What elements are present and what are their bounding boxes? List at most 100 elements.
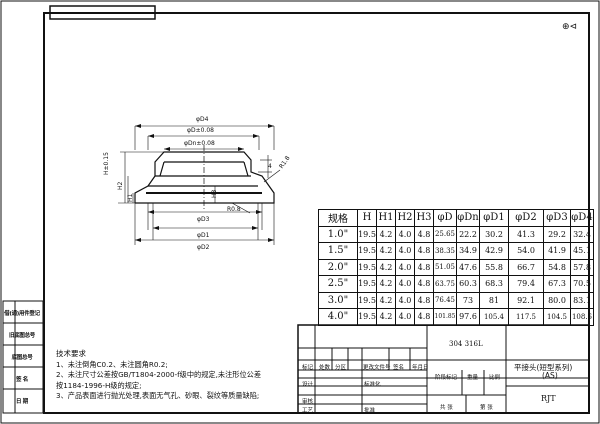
- tb-process: 工艺: [302, 408, 314, 414]
- spec-value-cell: 19.5: [357, 275, 377, 293]
- dim-r08-label: R0.8: [227, 206, 241, 213]
- tb-count: 处数: [319, 365, 331, 371]
- spec-value-cell: 22.2: [456, 225, 480, 243]
- spec-value-cell: 4.8: [414, 275, 434, 293]
- spec-value-cell: 83.1: [570, 291, 594, 309]
- spec-value-cell: 4.8: [414, 225, 434, 243]
- spec-value-cell: 67.3: [543, 275, 571, 293]
- dim-four-label: 4: [268, 163, 272, 170]
- dim-dn-tol-label: φDn±0.08: [184, 140, 215, 147]
- spec-value-cell: 63.75: [433, 275, 457, 293]
- notes-title: 技术要求: [56, 349, 86, 358]
- tb-part-code: (AS): [542, 371, 558, 380]
- tb-approve: 批准: [364, 408, 376, 414]
- spec-value-cell: 57.8: [570, 258, 594, 276]
- spec-value-cell: 70.5: [570, 275, 594, 293]
- corner-mark: ⊕⊲: [562, 22, 578, 32]
- spec-value-cell: 4.8: [414, 242, 434, 260]
- spec-header-cell: φD3: [543, 209, 571, 227]
- side-label-signature: 签 名: [15, 377, 28, 383]
- spec-value-cell: 4.2: [376, 242, 396, 260]
- tb-zone: 分区: [335, 365, 347, 371]
- spec-value-cell: 4.0: [395, 242, 415, 260]
- spec-value-cell: 47.6: [456, 258, 480, 276]
- dim-h-tol-label: H±0.15: [103, 152, 110, 175]
- spec-value-cell: 4.8: [414, 308, 434, 326]
- spec-value-cell: 108.6: [570, 308, 594, 326]
- spec-value-cell: 101.85: [433, 308, 457, 326]
- spec-header-cell: φD: [433, 209, 457, 227]
- side-label-drawing-no: 底图总号: [11, 355, 33, 361]
- tb-sign: 签名: [393, 365, 405, 371]
- tb-material: 304 316L: [449, 340, 483, 348]
- tb-drawing-no: RJT: [541, 394, 556, 403]
- tb-sheet-total: 共 张: [440, 405, 453, 411]
- spec-value-cell: 97.6: [456, 308, 480, 326]
- tb-design: 设计: [302, 382, 314, 388]
- side-label-date: 日 期: [15, 399, 28, 405]
- tb-standardize: 标准化: [364, 382, 381, 388]
- spec-value-cell: 104.5: [543, 308, 571, 326]
- tb-part-name: 平接头(短型系列): [514, 363, 573, 372]
- spec-value-cell: 4.2: [376, 308, 396, 326]
- spec-header-cell: φD2: [508, 209, 544, 227]
- spec-value-cell: 4.0: [395, 308, 415, 326]
- spec-value-cell: 4.2: [376, 275, 396, 293]
- side-label-old-drawing-no: 旧底图总号: [8, 333, 35, 339]
- note-4: 3、产品表面进行抛光处理,表面无气孔、砂眼、裂纹等质量缺陷;: [56, 391, 260, 400]
- spec-value-cell: 25.65: [433, 225, 457, 243]
- note-3: 按1184-1996-H级的规定;: [56, 380, 142, 390]
- dim-h3-label: H3: [211, 189, 218, 198]
- spec-value-cell: 42.9: [479, 242, 509, 260]
- dimension-arrows: [135, 124, 274, 242]
- dim-d4-label: φD4: [196, 116, 209, 123]
- title-block-grid: [297, 324, 590, 414]
- spec-value-cell: 73: [456, 291, 480, 309]
- technical-notes: 技术要求 1、未注倒角C0.2、未注圆角R0.2; 2、未注尺寸公差按GB/T1…: [56, 349, 261, 402]
- spec-size-cell: 1.0": [318, 225, 358, 243]
- spec-header-cell: φD4: [570, 209, 594, 227]
- spec-value-cell: 41.3: [508, 225, 544, 243]
- spec-value-cell: 105.4: [479, 308, 509, 326]
- spec-value-cell: 4.0: [395, 275, 415, 293]
- spec-header-cell: H: [357, 209, 377, 227]
- spec-value-cell: 81: [479, 291, 509, 309]
- dim-d2-label: φD2: [197, 244, 210, 251]
- spec-value-cell: 76.45: [433, 291, 457, 309]
- spec-value-cell: 60.3: [456, 275, 480, 293]
- spec-value-cell: 19.5: [357, 242, 377, 260]
- spec-value-cell: 4.0: [395, 291, 415, 309]
- spec-value-cell: 19.5: [357, 308, 377, 326]
- spec-value-cell: 68.3: [479, 275, 509, 293]
- spec-value-cell: 4.8: [414, 291, 434, 309]
- dimension-lines: [118, 125, 281, 245]
- spec-value-cell: 117.5: [508, 308, 544, 326]
- spec-value-cell: 4.2: [376, 225, 396, 243]
- spec-header-cell: H3: [414, 209, 434, 227]
- spec-value-cell: 19.5: [357, 291, 377, 309]
- spec-header-cell: φD1: [479, 209, 509, 227]
- tb-stage-mark: 阶段标记: [435, 375, 458, 381]
- side-label-column: [2, 300, 44, 414]
- spec-header-cell: H1: [376, 209, 396, 227]
- spec-value-cell: 19.5: [357, 225, 377, 243]
- spec-size-cell: 2.0": [318, 258, 358, 276]
- spec-value-cell: 30.2: [479, 225, 509, 243]
- spec-value-cell: 4.0: [395, 258, 415, 276]
- dim-h1-label: H1: [127, 193, 134, 202]
- dim-h2-label: H2: [117, 181, 124, 190]
- spec-header-cell: φDn: [456, 209, 480, 227]
- tb-scale: 比例: [489, 375, 501, 381]
- spec-value-cell: 45.1: [570, 242, 594, 260]
- spec-value-cell: 29.2: [543, 225, 571, 243]
- tb-sheet-no: 第 张: [480, 405, 493, 411]
- tb-review: 审核: [302, 399, 314, 405]
